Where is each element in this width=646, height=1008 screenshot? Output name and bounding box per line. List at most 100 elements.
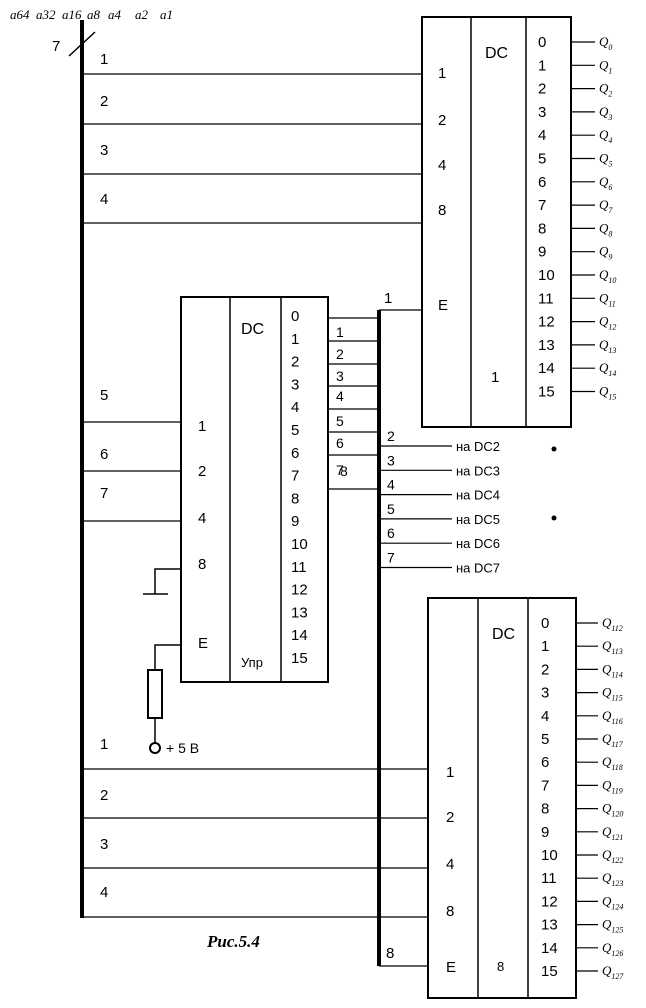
bus-label-mid-7: 7 — [100, 485, 108, 502]
enable-target-3: на DC3 — [456, 463, 500, 478]
dc1-out-num-7: 7 — [538, 197, 546, 214]
dcctl-title: DC — [241, 321, 264, 338]
addr-label-a1: a1 — [160, 7, 173, 22]
dcctl-out-num-12: 12 — [291, 582, 308, 599]
dcctl-out-num-3: 3 — [291, 376, 299, 393]
dc1-out-num-10: 10 — [538, 267, 555, 284]
addr-label-a32: a32 — [36, 7, 56, 22]
bus-label-bottom-4: 4 — [100, 884, 108, 901]
dcctl-out-num-6: 6 — [291, 445, 299, 462]
dc1-out-label-2: Q2 — [599, 81, 612, 99]
bus-label-top-1: 1 — [100, 51, 108, 68]
dcctl-out-num-2: 2 — [291, 354, 299, 371]
dc1-out-num-14: 14 — [538, 360, 555, 377]
dc1-out-label-3: Q3 — [599, 104, 612, 122]
ground-wire — [154, 568, 181, 594]
addr-label-a16: a16 — [62, 7, 82, 22]
dc1-out-label-0: Q0 — [599, 34, 612, 52]
bus-label-bottom-3: 3 — [100, 836, 108, 853]
enable-target-4: на DC4 — [456, 488, 500, 503]
dc8-out-label-12: Q124 — [602, 893, 623, 911]
dc8-out-label-15: Q127 — [602, 963, 624, 981]
bus-width-label: 7 — [52, 38, 60, 55]
enable-branch-label-7: 7 — [387, 550, 395, 566]
enable-target-7: на DC7 — [456, 561, 500, 576]
dcctl-in-8: 8 — [198, 556, 206, 573]
dc8-number: 8 — [497, 959, 504, 974]
enable-branch-label-5: 5 — [387, 501, 395, 517]
addr-label-a64: a64 — [10, 7, 30, 22]
dc1-out-num-4: 4 — [538, 127, 546, 144]
dc8-out-label-10: Q122 — [602, 847, 623, 865]
enable-bus-label-8: 8 — [386, 945, 394, 962]
dc8-out-label-7: Q119 — [602, 777, 623, 795]
dc1-out-label-13: Q13 — [599, 337, 616, 355]
bus-label-bottom-1: 1 — [100, 736, 108, 753]
addr-label-a2: a2 — [135, 7, 149, 22]
dc8-out-label-2: Q114 — [602, 661, 623, 679]
dcctl-out-wire-label-6: 6 — [336, 435, 344, 451]
dc1-out-label-1: Q1 — [599, 57, 612, 75]
enable-target-6: на DC6 — [456, 536, 500, 551]
bus-label-mid-5: 5 — [100, 387, 108, 404]
dc1-out-num-15: 15 — [538, 384, 555, 401]
dc1-out-num-3: 3 — [538, 104, 546, 121]
dc8-in-1: 1 — [446, 764, 454, 781]
dc8-out-num-6: 6 — [541, 754, 549, 771]
dc1-out-num-13: 13 — [538, 337, 555, 354]
address-labels: a64 a32 a16 a8 a4 a2 a1 — [10, 7, 173, 22]
dc8-out-label-1: Q113 — [602, 638, 623, 656]
dc1-out-num-0: 0 — [538, 34, 546, 51]
dc8-in-e: E — [446, 959, 456, 976]
dc8-out-label-6: Q118 — [602, 754, 623, 772]
dc8-out-label-5: Q117 — [602, 731, 624, 749]
dcctl-mode-label: Упр — [241, 655, 263, 670]
bus-label-top-3: 3 — [100, 142, 108, 159]
dc1-out-label-10: Q10 — [599, 267, 616, 285]
dc8-in-4: 4 — [446, 856, 454, 873]
enable-bus-label-1: 1 — [384, 290, 392, 307]
dc8-out-num-9: 9 — [541, 824, 549, 841]
dc8-out-num-7: 7 — [541, 777, 549, 794]
bus-label-bottom-2: 2 — [100, 787, 108, 804]
enable-branch-label-3: 3 — [387, 452, 395, 468]
dcctl-out-num-14: 14 — [291, 627, 308, 644]
enable-branch-label-4: 4 — [387, 477, 395, 493]
dcctl-out-num-1: 1 — [291, 331, 299, 348]
dc1-out-label-15: Q15 — [599, 384, 616, 402]
dcctl-out-num-10: 10 — [291, 536, 308, 553]
dc1-out-label-4: Q4 — [599, 127, 612, 145]
dcctl-out-wire-label-4: 4 — [336, 388, 344, 404]
dc8-out-num-12: 12 — [541, 893, 558, 910]
dc1-in-8: 8 — [438, 202, 446, 219]
bus-slash — [68, 31, 96, 57]
dc1-out-num-11: 11 — [538, 290, 554, 307]
dcctl-in-1: 1 — [198, 418, 206, 435]
dc1-body — [421, 16, 572, 428]
decoder-control: DC Упр 1 2 4 8 E 01234567891011121314151… — [180, 296, 379, 683]
dcctl-out-wire-label-2: 2 — [336, 346, 344, 362]
dcctl-out-num-7: 7 — [291, 468, 299, 485]
dc8-out-label-11: Q123 — [602, 870, 623, 888]
dc8-out-num-10: 10 — [541, 847, 558, 864]
dc1-number: 1 — [491, 369, 499, 386]
bus-label-mid-6: 6 — [100, 446, 108, 463]
dc1-in-1: 1 — [438, 65, 446, 82]
dc1-out-num-12: 12 — [538, 314, 555, 331]
dcctl-out-num-13: 13 — [291, 604, 308, 621]
dc8-out-num-14: 14 — [541, 940, 558, 957]
dc8-out-label-4: Q116 — [602, 708, 623, 726]
dcctl-out-num-15: 15 — [291, 650, 308, 667]
dc8-out-num-11: 11 — [541, 870, 557, 887]
dc1-in-2: 2 — [438, 112, 446, 129]
pullup-resistor — [147, 669, 163, 719]
dc1-out-num-8: 8 — [538, 220, 546, 237]
enable-branch-label-6: 6 — [387, 525, 395, 541]
bus-label-top-4: 4 — [100, 191, 108, 208]
